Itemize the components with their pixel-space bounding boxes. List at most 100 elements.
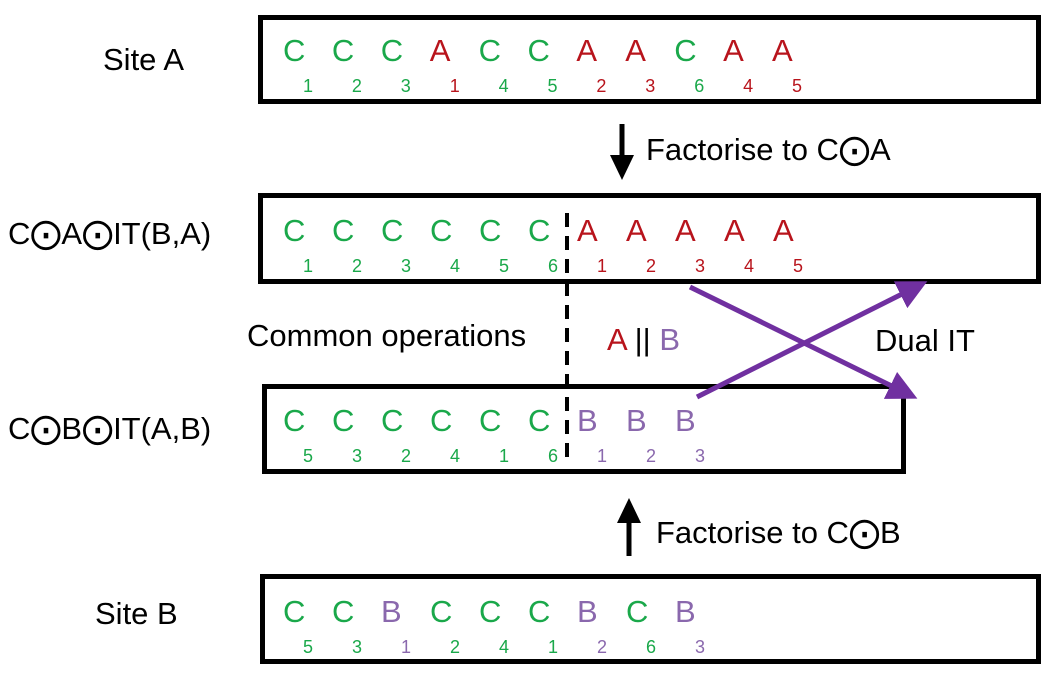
- concurrency-label: A || B: [607, 324, 680, 355]
- operation-index: 2: [401, 446, 412, 466]
- operation-letter: C: [380, 33, 404, 68]
- operation-letter: A: [724, 213, 745, 248]
- operation-letter: C: [528, 594, 551, 629]
- operation-index: 4: [498, 76, 509, 96]
- cob-label: C⨀B⨀IT(A,B): [8, 411, 212, 446]
- site-a-box: [258, 15, 1041, 104]
- operation-index: 2: [597, 637, 608, 657]
- operation-index: 5: [303, 446, 314, 466]
- operation-index: 2: [646, 256, 657, 276]
- operation-index: 4: [450, 446, 461, 466]
- operation-index: 1: [303, 256, 314, 276]
- operation-letter: C: [283, 594, 306, 629]
- operation-letter: B: [626, 403, 647, 438]
- site-b-box: [260, 574, 1041, 664]
- operation-index: 1: [303, 76, 314, 96]
- operation-letter: B: [675, 594, 696, 629]
- operation-letter: B: [675, 403, 696, 438]
- operation-index: 5: [499, 256, 510, 276]
- down-arrow-icon: [610, 124, 634, 180]
- operation-letter: A: [576, 33, 598, 68]
- operation-letter: A: [772, 33, 793, 68]
- operation-index: 4: [743, 76, 754, 96]
- operation-letter: A: [625, 33, 646, 68]
- operation-letter: C: [626, 594, 649, 629]
- operation-index: 3: [695, 446, 706, 466]
- operation-letter: C: [332, 594, 355, 629]
- operation-letter: A: [675, 213, 696, 248]
- factorise-to-cb-label: Factorise to C⨀B: [656, 515, 901, 550]
- up-arrow-icon: [617, 498, 641, 556]
- operation-index: 3: [352, 446, 363, 466]
- parallel-symbol: ||: [634, 322, 651, 357]
- operation-index: 3: [695, 637, 706, 657]
- operation-letter: C: [430, 403, 453, 438]
- operation-letter: B: [577, 594, 598, 629]
- b-concurrent-label: B: [659, 322, 681, 357]
- operation-index: 1: [597, 256, 608, 276]
- operation-letter: C: [528, 403, 551, 438]
- operation-letter: C: [381, 403, 404, 438]
- common-operations-label: Common operations: [247, 318, 527, 353]
- operation-index: 1: [548, 637, 559, 657]
- operation-index: 6: [548, 256, 559, 276]
- operation-index: 1: [401, 637, 412, 657]
- operation-index: 5: [303, 637, 314, 657]
- operation-index: 3: [645, 76, 656, 96]
- operation-letter: C: [331, 33, 355, 68]
- operation-index: 3: [400, 76, 411, 96]
- operation-index: 3: [401, 256, 412, 276]
- operation-letter: C: [478, 33, 501, 68]
- operation-letter: B: [577, 403, 598, 438]
- dual-it-arrow-up: [695, 281, 928, 400]
- operation-letter: C: [283, 403, 306, 438]
- operation-letter: B: [381, 594, 402, 629]
- a-concurrent-label: A: [607, 322, 626, 357]
- dual-it-arrow-down: [688, 284, 918, 399]
- operation-letter: A: [723, 33, 744, 68]
- operation-index: 5: [793, 256, 804, 276]
- cob-box: [262, 384, 906, 474]
- operation-index: 6: [548, 446, 559, 466]
- operation-index: 4: [744, 256, 755, 276]
- operation-letter: A: [773, 213, 794, 248]
- operation-letter: C: [479, 213, 502, 248]
- operation-letter: A: [429, 33, 451, 68]
- operation-index: 2: [596, 76, 607, 96]
- operation-letter: C: [332, 403, 355, 438]
- operation-index: 4: [499, 637, 510, 657]
- operation-index: 2: [351, 76, 362, 96]
- factorise-to-ca-label: Factorise to C⨀A: [646, 132, 891, 167]
- operation-letter: C: [527, 33, 550, 68]
- operation-index: 6: [646, 637, 657, 657]
- operation-letter: C: [674, 33, 697, 68]
- operation-index: 2: [352, 256, 363, 276]
- operation-letter: A: [626, 213, 647, 248]
- operation-letter: C: [479, 594, 502, 629]
